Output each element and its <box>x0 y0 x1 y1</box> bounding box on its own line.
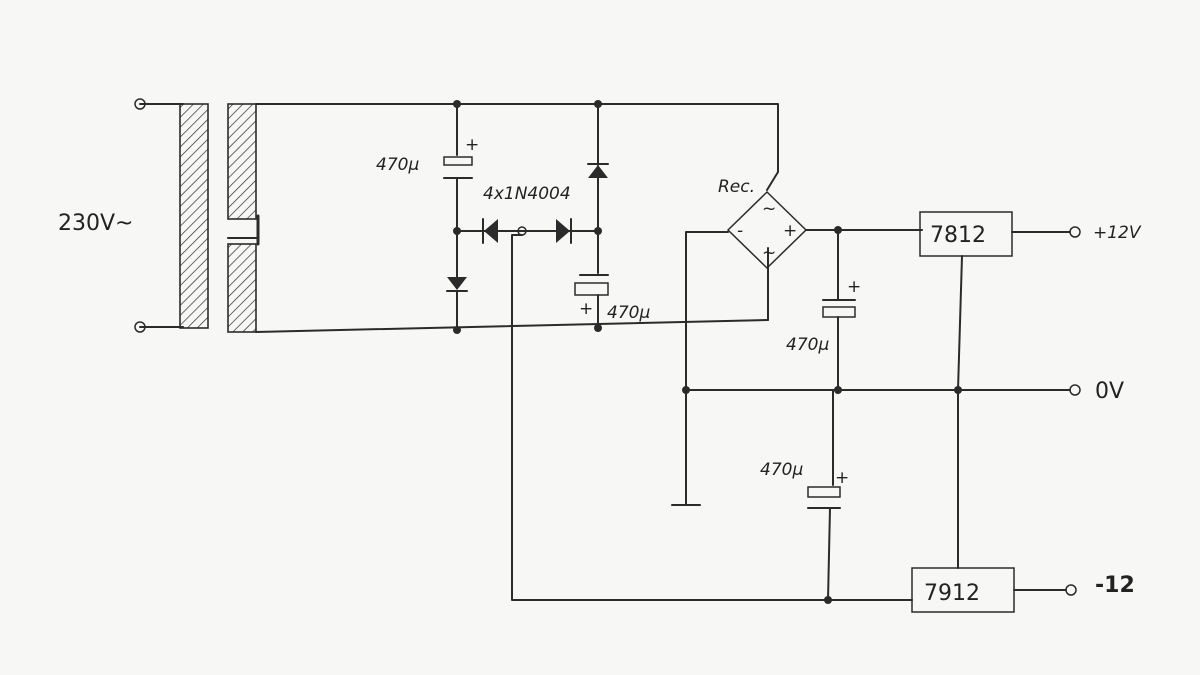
output-ground-label: 0V <box>1095 379 1124 404</box>
diode-middle-right <box>556 219 570 243</box>
diode-label: 4x1N4004 <box>483 184 571 204</box>
capacitor-2 <box>574 282 609 296</box>
diode-rail <box>456 218 829 601</box>
diode-left <box>447 277 467 290</box>
capacitor-1-plus: + <box>465 135 479 155</box>
diode-top <box>588 165 608 178</box>
rectifier-minus: - <box>737 221 743 241</box>
transformer <box>179 103 260 333</box>
capacitor-3-plus: + <box>847 277 861 297</box>
rectifier-ac-top: ~ <box>762 199 776 219</box>
capacitor-4-plus: + <box>835 468 849 488</box>
input-voltage-label: 230V~ <box>58 211 133 236</box>
rectifier-label: Rec. <box>718 177 755 197</box>
transformer-secondary-top <box>227 103 257 220</box>
output-terminal-positive <box>1069 226 1081 238</box>
negative-filter <box>807 389 841 601</box>
regulator-7812-label: 7812 <box>930 223 986 248</box>
output-negative-label: -12 <box>1095 573 1135 598</box>
capacitor-2-label: 470µ <box>607 303 650 323</box>
capacitor-1-label: 470µ <box>376 155 419 175</box>
output-terminal-ground <box>1069 384 1081 396</box>
regulator-7912-label: 7912 <box>924 581 980 606</box>
rectifier-diamond <box>726 190 808 270</box>
regulator-7912 <box>827 389 1077 613</box>
positive-filter <box>822 229 856 391</box>
regulator-7812-box <box>919 211 1013 257</box>
secondary-wires <box>255 103 779 333</box>
capacitor-2-plus: + <box>579 299 593 319</box>
output-positive-label: +12V <box>1093 223 1142 243</box>
input-terminal-bottom <box>134 321 146 333</box>
rectifier-ac-bottom: ~ <box>762 243 776 263</box>
regulator-7812 <box>919 211 1081 391</box>
capacitor-4-label: 470µ <box>760 460 803 480</box>
right-branch <box>574 103 609 331</box>
capacitor-3 <box>822 306 856 318</box>
input-terminal-top <box>134 98 146 110</box>
capacitor-1 <box>443 156 473 166</box>
bridge-rectifier <box>671 190 923 506</box>
input-terminals <box>134 98 184 333</box>
rectifier-plus: + <box>783 221 797 241</box>
left-branch <box>443 103 473 331</box>
ground-rail <box>685 384 1081 396</box>
diode-middle-left <box>484 219 498 243</box>
transformer-primary <box>179 103 209 329</box>
capacitor-4 <box>807 486 841 498</box>
capacitor-3-label: 470µ <box>786 335 829 355</box>
output-terminal-negative <box>1065 584 1077 596</box>
junctions <box>453 100 962 604</box>
transformer-secondary-bottom <box>227 243 257 333</box>
